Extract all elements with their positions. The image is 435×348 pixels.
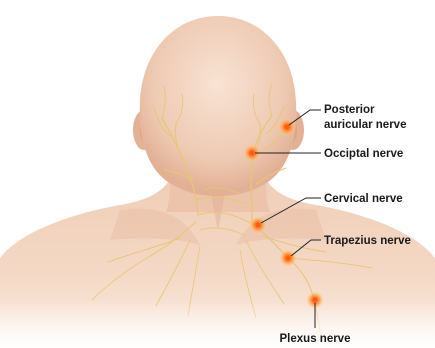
head — [140, 16, 297, 196]
trapezius-label: Trapezius nerve — [324, 235, 411, 247]
bottom-fade — [0, 300, 435, 348]
cervical-label: Cervical nerve — [324, 193, 403, 205]
occipital-label: Occiptal nerve — [324, 148, 403, 160]
posterior-auricular-label-line2: auricular nerve — [324, 119, 406, 131]
posterior-auricular-label-line1: Posterior — [324, 104, 375, 116]
plexus-label: Plexus nerve — [280, 333, 351, 345]
